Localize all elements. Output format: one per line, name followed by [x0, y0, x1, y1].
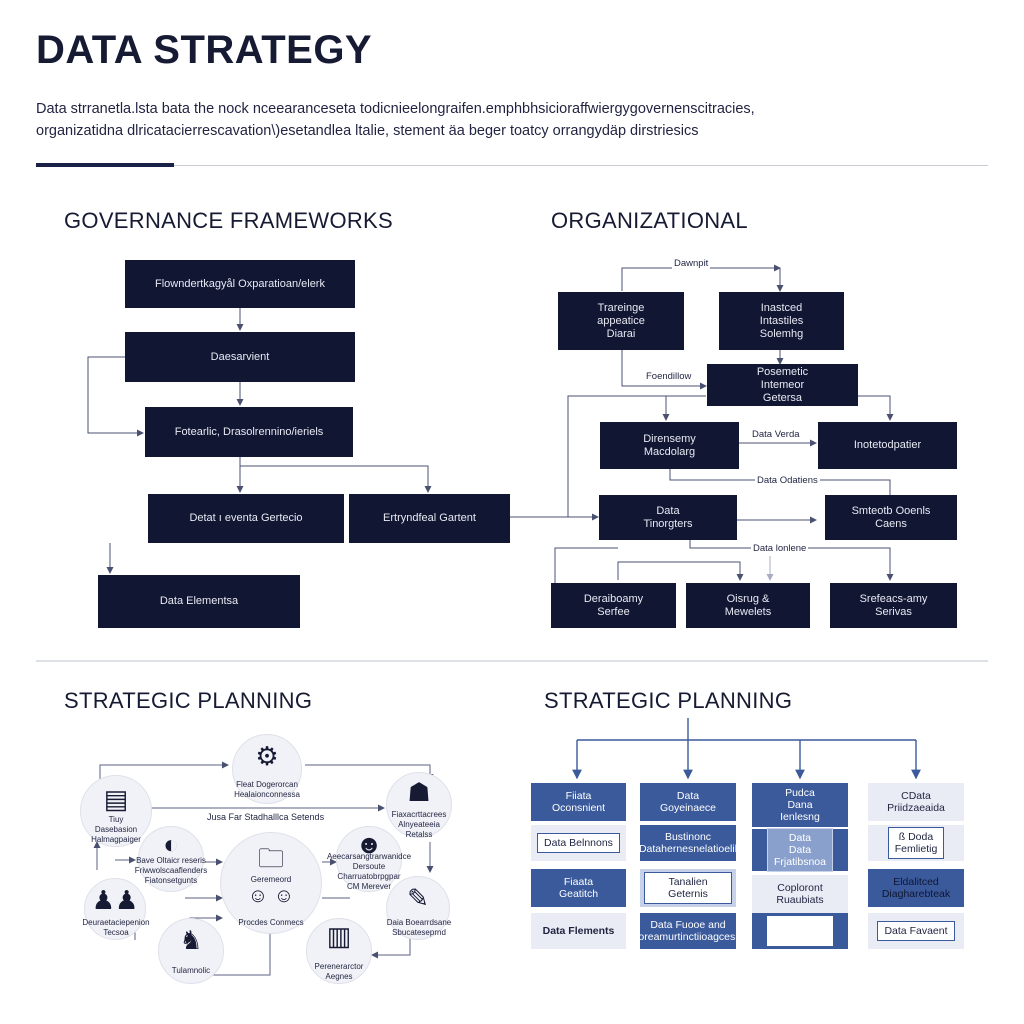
- org-label-downpit: Dawnpit: [672, 258, 711, 269]
- grid-c4-r1: CData Priidzaeaida: [868, 783, 964, 821]
- governance-box-events: Detat ı eventa Gertecio: [148, 494, 344, 543]
- node-top: ⚙: [232, 734, 302, 804]
- org-box-srefeacs: Srefeacs-amy Serivas: [830, 583, 957, 628]
- org-box-training: Trareinge appeatice Diarai: [558, 292, 684, 350]
- grid-c3-r3: Coploront Ruaubiats: [752, 875, 848, 913]
- org-label-data-verda: Data Verda: [750, 429, 802, 440]
- node-left: ▤: [80, 775, 152, 847]
- grid-c2-r1: Data Goyeinaece: [640, 783, 736, 821]
- governance-heading: GOVERNANCE FRAMEWORKS: [64, 208, 393, 233]
- grid-c4-r3: Eldalitced Diagharebteak: [868, 869, 964, 907]
- organizational-heading: ORGANIZATIONAL: [551, 208, 748, 233]
- org-box-data-tinorgters: Data Tinorgters: [599, 495, 737, 540]
- org-label-follow: Foendillow: [644, 371, 694, 382]
- node-bottom-center-left-label: Tulamnolic: [171, 966, 211, 975]
- grid-c3-r2-text: Data Data Frjatibsnoa: [767, 828, 833, 872]
- team-icon: ♟♟: [91, 885, 139, 915]
- grid-c2-r3: Tanalien Geternis: [640, 869, 736, 907]
- org-box-instances: Inastced Intastiles Solemhg: [719, 292, 844, 350]
- node-bottom-left: ♟♟: [84, 878, 146, 940]
- governance-box-processes: Fotearlic, Drasolrennino/ieriels: [145, 407, 353, 457]
- grid-c1-r2: Data Belnnons: [531, 825, 626, 861]
- grid-c2-r2: Bustinonc Datahernesnelatioelil: [639, 825, 737, 861]
- people-pair-icon: ☺ ☺: [247, 885, 295, 907]
- page-title: DATA STRATEGY: [36, 28, 373, 72]
- briefcase-icon: 🗀: [257, 843, 284, 873]
- node-center-label: Geremeord: [250, 875, 292, 884]
- node-bottom-center-label: Perenerarctor Aegnes: [314, 962, 364, 981]
- grid-c1-r3: Fiaata Geatitch: [531, 869, 626, 907]
- grid-c4-r2: ß Doda Femlietig: [868, 825, 964, 861]
- org-box-oisrug: Oisrug & Mewelets: [686, 583, 810, 628]
- intro-line-2: organizatidna dlricatacierrescavation\)e…: [36, 123, 699, 139]
- org-box-posemetic: Posemetic Intemeor Getersa: [707, 364, 858, 406]
- title-underline-accent: [36, 163, 174, 167]
- governance-box-data-elements: Data Elementsa: [98, 575, 300, 628]
- people-group-icon: ☗: [407, 777, 431, 807]
- node-right-top: ☗: [386, 772, 452, 838]
- node-bottom-right: ✎: [386, 876, 450, 940]
- strategic-planning-right-heading: STRATEGIC PLANNING: [544, 688, 793, 713]
- grid-c4-r2-text: ß Doda Femlietig: [887, 827, 945, 859]
- node-bottom-center: ▥: [306, 918, 372, 984]
- org-box-deraiboamy: Deraiboamy Serfee: [551, 583, 676, 628]
- node-mid-left: ◐: [138, 826, 204, 892]
- section-divider: [36, 660, 988, 662]
- grid-c2-r3-text: Tanalien Geternis: [644, 872, 732, 904]
- node-mid-right: ☻: [336, 826, 402, 892]
- node-center: 🗀 Geremeord ☺ ☺: [220, 832, 322, 934]
- center-label: Jusa Far Stadhalllca Setends: [205, 812, 327, 822]
- node-left-label: Tiuy Dasebasion Halmagpaiger: [91, 815, 141, 844]
- org-box-dirensemy: Dirensemy Macdolarg: [600, 422, 739, 469]
- governance-box-service: Daesarvient: [125, 332, 355, 382]
- governance-box-content: Ertryndfeal Gartent: [349, 494, 510, 543]
- people-icon: ☻: [355, 829, 383, 859]
- document-icon: ▤: [103, 784, 129, 814]
- grid-c1-r4: Data Flements: [531, 913, 626, 949]
- grid-c3-r1: Pudca Dana Ienlesng: [752, 783, 848, 827]
- node-mid-right-label: Aeecarsangtrarwanidce Dersoute Charruato…: [326, 852, 412, 891]
- grid-c3-r2: Data Data Frjatibsnoa: [752, 828, 848, 872]
- intro-line-1: Data strranetla.lsta bata the nock nceea…: [36, 101, 755, 117]
- governance-box-framework: Flowndertkagyål Oxparatioan/elerk: [125, 260, 355, 308]
- grid-c4-r4: Data Favaent: [868, 913, 964, 949]
- person-icon: ♞: [179, 925, 203, 955]
- node-mid-left-label: Bave Oltaicr reseris Friwwolscaaflenders…: [134, 856, 208, 885]
- node-bottom-right-label: Daia Boearrdsane Sbucateseprnd: [386, 918, 452, 937]
- strategic-planning-left-heading: STRATEGIC PLANNING: [64, 688, 313, 713]
- intro-text: Data strranetla.lsta bata the nock nceea…: [36, 98, 755, 142]
- org-box-smteotb: Smteotb Ooenls Caens: [825, 495, 957, 540]
- grid-c2-r4: Data Fuooe and oreamurtinctiioagcesi: [638, 913, 738, 949]
- grid-c4-r4-text: Data Favaent: [877, 921, 955, 941]
- tools-icon: ✎: [407, 883, 429, 913]
- org-label-data-odatiens: Data Odatiens: [755, 475, 820, 486]
- title-underline: [174, 165, 988, 166]
- node-center-bottom-label: Procdes Conmecs: [238, 918, 304, 927]
- node-right-top-label: Fiaxacrttacrees Alnyeateeia Retalss: [391, 810, 447, 839]
- node-bottom-left-label: Deuraetaciepenion Tecsoa: [82, 918, 150, 937]
- grid-c1-r2-text: Data Belnnons: [537, 833, 620, 853]
- org-box-inotetodpatier: Inotetodpatier: [818, 422, 957, 469]
- grid-c3-r4-text: Data Aubennkng: [766, 915, 834, 947]
- node-bottom-center-left: ♞: [158, 918, 224, 984]
- analytics-icon: ◐: [163, 829, 179, 859]
- gears-icon: ⚙: [255, 741, 279, 771]
- grid-c1-r1: Fiiata Oconsnient: [531, 783, 626, 821]
- grid-c3-r4: Data Aubennkng: [752, 913, 848, 949]
- server-icon: ▥: [326, 921, 352, 951]
- node-top-label: Fleat Dogerorcan Healaionconnessa: [234, 780, 300, 799]
- org-label-data-lonlene: Data lonlene: [751, 543, 809, 554]
